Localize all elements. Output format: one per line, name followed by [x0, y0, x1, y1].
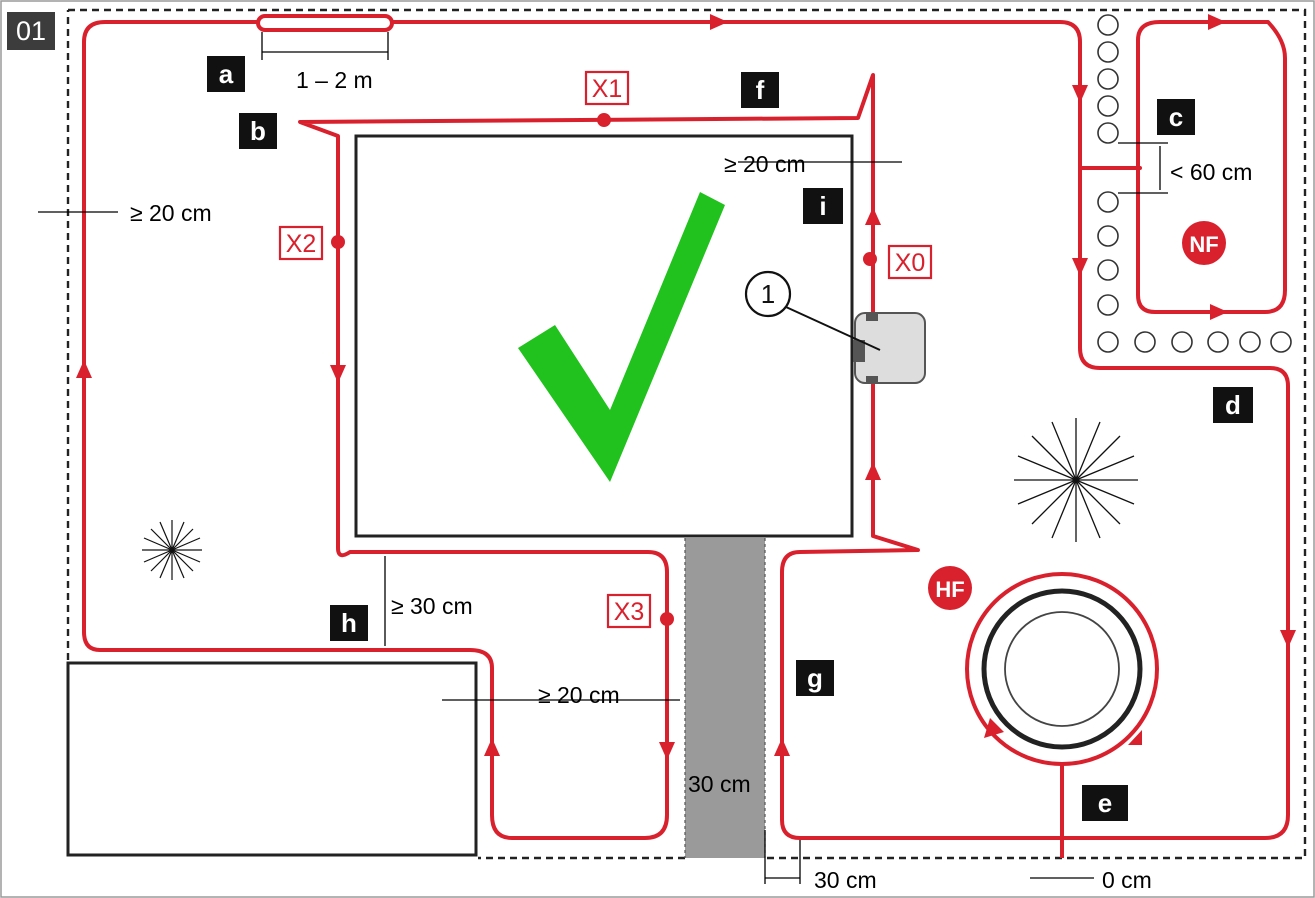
zero-distance-text: 0 cm [1102, 867, 1152, 893]
min-distance-30-text: ≥ 30 cm [391, 593, 473, 619]
svg-text:b: b [250, 116, 266, 146]
marker-x0: X0 [863, 244, 933, 280]
svg-text:e: e [1098, 788, 1112, 818]
svg-text:HF: HF [935, 577, 964, 602]
label-a: a [207, 56, 245, 92]
label-i: i [803, 188, 843, 224]
svg-text:NF: NF [1189, 232, 1218, 257]
boundary-wire-outer [82, 20, 1290, 840]
path-width-text: 30 cm [688, 771, 751, 797]
tree-small-icon [142, 520, 202, 580]
label-e: e [1082, 785, 1128, 821]
hedge-circles [1097, 14, 1292, 353]
pond [965, 572, 1159, 858]
charging-station [853, 312, 926, 384]
label-d: d [1213, 387, 1253, 423]
svg-text:h: h [341, 608, 357, 638]
lawn-boundary [66, 8, 1307, 860]
svg-text:X0: X0 [895, 249, 926, 277]
checkmark-icon [518, 192, 725, 482]
house [354, 134, 854, 538]
min-distance-bottom-text: ≥ 20 cm [538, 682, 620, 708]
no-go-zone-wire [1136, 20, 1287, 314]
hazard-zone-badge: HF [928, 566, 972, 610]
label-h: h [330, 605, 368, 641]
svg-text:c: c [1169, 102, 1183, 132]
svg-text:d: d [1225, 390, 1241, 420]
svg-text:f: f [756, 75, 765, 105]
svg-text:i: i [819, 191, 826, 221]
marker-x1: X1 [584, 70, 630, 127]
label-c: c [1157, 99, 1195, 135]
label-g: g [796, 660, 834, 696]
min-distance-top-text: ≥ 20 cm [724, 151, 806, 177]
max-distance-text: < 60 cm [1170, 159, 1252, 185]
figure-tag: 01 [7, 12, 55, 50]
wire-splice [256, 14, 394, 32]
tree-large-icon [1014, 418, 1138, 542]
splice-length-text: 1 – 2 m [296, 67, 373, 93]
station-callout-number: 1 [761, 279, 775, 309]
label-f: f [741, 72, 779, 108]
walkway [685, 538, 765, 858]
measurement-lines [38, 32, 1168, 884]
svg-text:a: a [219, 59, 234, 89]
svg-text:X2: X2 [286, 230, 317, 258]
station-callout-circle [744, 270, 792, 318]
svg-text:g: g [807, 663, 823, 693]
svg-text:X1: X1 [592, 75, 623, 103]
marker-x3: X3 [606, 593, 674, 629]
min-distance-left-text: ≥ 20 cm [130, 200, 212, 226]
station-callout-line [785, 306, 881, 351]
figure-number: 01 [16, 16, 46, 46]
no-go-zone-badge: NF [1182, 221, 1226, 265]
terrace [66, 661, 478, 857]
direction-arrows [76, 14, 1296, 760]
label-b: b [239, 113, 277, 149]
svg-text:X3: X3 [614, 598, 645, 626]
path-offset-text: 30 cm [814, 867, 877, 893]
marker-x2: X2 [278, 225, 345, 261]
